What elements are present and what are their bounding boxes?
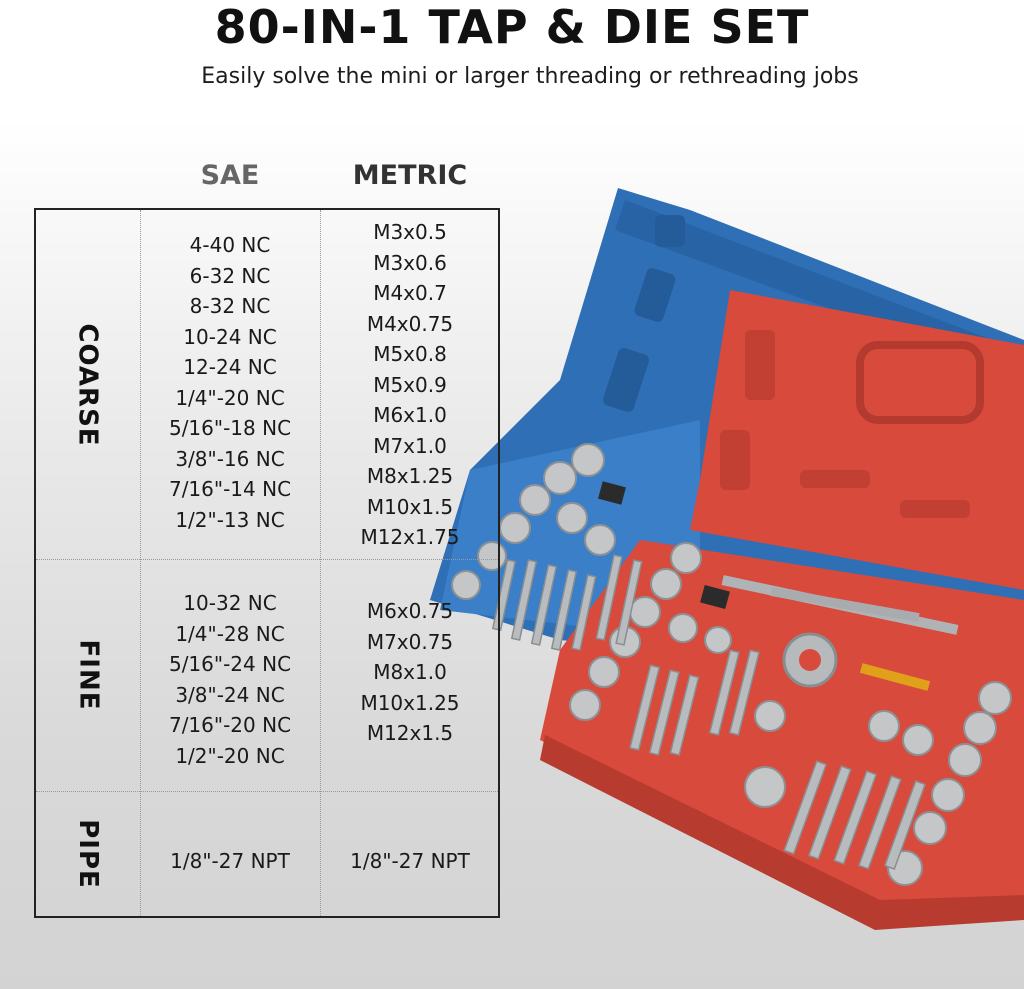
list-item: 10-24 NC	[183, 324, 277, 349]
list-item: M8x1.0	[373, 660, 447, 684]
list-item: M12x1.75	[360, 525, 460, 549]
row-divider	[36, 791, 498, 792]
pipe-metric-list: 1/8"-27 NPT	[320, 846, 500, 877]
fine-sae-list: 10-32 NC 1/4"-28 NC 5/16"-24 NC 3/8"-24 …	[140, 588, 320, 771]
page-title: 80-IN-1 TAP & DIE SET	[214, 0, 810, 54]
list-item: 1/2"-20 NC	[175, 743, 285, 768]
list-item: M7x1.0	[373, 433, 447, 458]
list-item: 1/8"-27 NPT	[350, 849, 470, 873]
list-item: M8x1.25	[366, 464, 454, 488]
list-item: 1/8"-27 NPT	[170, 849, 290, 873]
list-item: M7x0.75	[366, 629, 454, 654]
list-item: M3x0.5	[373, 220, 447, 244]
product-photo	[430, 188, 1024, 930]
list-item: M10x1.5	[366, 494, 454, 519]
list-item: 10-32 NC	[183, 591, 277, 615]
list-item: 3/8"-16 NC	[175, 446, 285, 471]
coarse-metric-list: M3x0.5 M3x0.6 M4x0.7 M4x0.75 M5x0.8 M5x0…	[320, 217, 500, 553]
list-item: 1/4"-20 NC	[175, 385, 285, 410]
thread-spec-table: COARSE 4-40 NC 6-32 NC 8-32 NC 10-24 NC …	[34, 208, 500, 918]
row-label-coarse: COARSE	[73, 322, 103, 447]
taps	[491, 554, 927, 870]
list-item: M10x1.25	[360, 690, 460, 715]
wrenches	[598, 481, 959, 691]
list-item: M6x1.0	[373, 403, 447, 427]
row-label-pipe: PIPE	[72, 818, 103, 889]
column-header-sae: SAE	[200, 160, 260, 191]
list-item: 5/16"-18 NC	[168, 416, 292, 440]
list-item: 6-32 NC	[189, 263, 271, 288]
list-item: M5x0.9	[373, 372, 447, 397]
list-item: M5x0.8	[373, 342, 447, 366]
coarse-sae-list: 4-40 NC 6-32 NC 8-32 NC 10-24 NC 12-24 N…	[140, 230, 320, 535]
row-label-fine: FINE	[73, 639, 103, 711]
list-item: 4-40 NC	[189, 233, 271, 257]
pipe-sae-list: 1/8"-27 NPT	[140, 846, 320, 877]
list-item: 7/16"-20 NC	[168, 713, 292, 737]
list-item: 12-24 NC	[183, 355, 277, 379]
list-item: 1/4"-28 NC	[175, 621, 285, 646]
list-item: M4x0.75	[366, 311, 454, 336]
row-divider	[36, 559, 498, 560]
list-item: M3x0.6	[373, 250, 447, 275]
list-item: 8-32 NC	[189, 294, 271, 318]
red-case-lid	[690, 290, 1024, 590]
column-divider	[140, 210, 141, 916]
column-divider	[320, 210, 321, 916]
list-item: 3/8"-24 NC	[175, 682, 285, 707]
column-header-metric: METRIC	[352, 160, 468, 191]
fine-metric-list: M6x0.75 M7x0.75 M8x1.0 M10x1.25 M12x1.5	[320, 596, 500, 749]
list-item: 5/16"-24 NC	[168, 652, 292, 676]
list-item: 7/16"-14 NC	[168, 477, 292, 501]
list-item: M4x0.7	[373, 281, 447, 305]
list-item: 1/2"-13 NC	[175, 507, 285, 532]
list-item: M12x1.5	[366, 721, 454, 745]
page-subtitle: Easily solve the mini or larger threadin…	[201, 64, 859, 89]
dies	[451, 443, 1012, 886]
list-item: M6x0.75	[366, 599, 454, 623]
